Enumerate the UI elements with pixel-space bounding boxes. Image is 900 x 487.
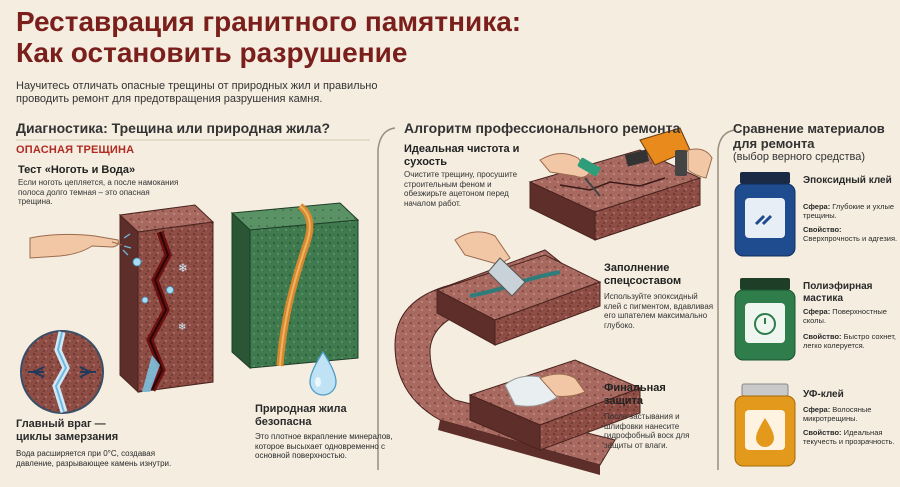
epoxy-property: Свойство: Сверхпрочность и адгезия. <box>803 225 898 243</box>
sphere-value: Глубокие и ухлые трещины. <box>803 202 895 220</box>
step-3-text: После застывания и шлифовки нанесите гид… <box>604 412 690 450</box>
sphere-value: Поверхностные сколы. <box>803 307 887 325</box>
step-1-text: Очистите трещину, просушите строительным… <box>404 170 518 208</box>
polyester-name: Полиэфирная мастика <box>803 281 873 304</box>
freeze-cycle-diagram <box>20 330 104 414</box>
comparison-subtitle: (выбор верного средства) <box>733 151 866 163</box>
sphere-label: Сфера: <box>803 307 831 316</box>
comparison-title: Сравнение материалов для ремонта <box>733 121 885 151</box>
epoxy-jar <box>734 172 796 257</box>
test-title: Тест «Ноготь и Вода» <box>18 164 136 176</box>
safe-title: Природная жила безопасна <box>255 403 347 428</box>
sphere-label: Сфера: <box>803 405 831 414</box>
polyester-sphere: Сфера: Поверхностные сколы. <box>803 307 898 325</box>
spatula-hand-icon <box>454 231 526 297</box>
algorithm-title: Алгоритм профессионального ремонта <box>404 120 681 136</box>
safe-text: Это плотное вкрапление минералов, которо… <box>255 432 393 460</box>
uv-glue-sphere: Сфера: Волосяные микротрещины. <box>803 405 898 423</box>
brush-hand-icon <box>539 153 601 197</box>
cloth-hand-icon <box>504 373 586 407</box>
property-label: Свойство: <box>803 332 842 341</box>
enemy-title: Главный враг — циклы замерзания <box>16 418 119 443</box>
cracked-granite-block: ❄ ❄ <box>118 204 215 394</box>
sphere-label: Сфера: <box>803 202 831 211</box>
title-line-2: Как остановить разрушение <box>16 37 408 68</box>
step-2-title: Заполнение спецсоставом <box>604 262 682 287</box>
diagnostics-title: Диагностика: Трещина или природная жила? <box>16 120 331 136</box>
uv-glue-name: УФ-клей <box>803 389 844 400</box>
svg-text:❄: ❄ <box>178 322 186 333</box>
heat-gun-icon <box>624 127 713 179</box>
enemy-text: Вода расширяется при 0°C, создавая давле… <box>16 449 172 468</box>
page-subtitle: Научитесь отличать опасные трещины от пр… <box>16 80 378 105</box>
title-line-1: Реставрация гранитного памятника: <box>16 6 522 37</box>
uv-glue-jar <box>734 383 796 467</box>
test-text: Если ноготь цепляется, а после намокания… <box>18 178 179 206</box>
property-value: Быстро сохнет, легко колеруется. <box>803 332 897 350</box>
property-label: Свойство: <box>803 225 842 234</box>
step-1-title: Идеальная чистота и сухость <box>404 143 520 168</box>
property-value: Сверхпрочность и адгезия. <box>803 234 898 243</box>
polyester-property: Свойство: Быстро сохнет, легко колеруетс… <box>803 332 898 350</box>
polyester-jar <box>734 278 796 361</box>
epoxy-sphere: Сфера: Глубокие и ухлые трещины. <box>803 202 898 220</box>
natural-vein-block <box>230 202 360 370</box>
property-value: Идеальная текучесть и прозрачность. <box>803 428 895 446</box>
step-3-title: Финальная защита <box>604 382 666 407</box>
pointing-hand-icon <box>29 233 132 259</box>
uv-glue-property: Свойство: Идеальная текучесть и прозрачн… <box>803 428 898 446</box>
svg-text:❄: ❄ <box>178 261 188 275</box>
step-2-text: Используйте эпоксидный клей с пигментом,… <box>604 292 714 330</box>
property-label: Свойство: <box>803 428 842 437</box>
epoxy-name: Эпоксидный клей <box>803 175 892 186</box>
sphere-value: Волосяные микротрещины. <box>803 405 872 423</box>
water-drop-icon <box>309 350 337 396</box>
page-title: Реставрация гранитного памятника: Как ос… <box>16 6 656 68</box>
danger-label: ОПАСНАЯ ТРЕЩИНА <box>16 144 135 156</box>
